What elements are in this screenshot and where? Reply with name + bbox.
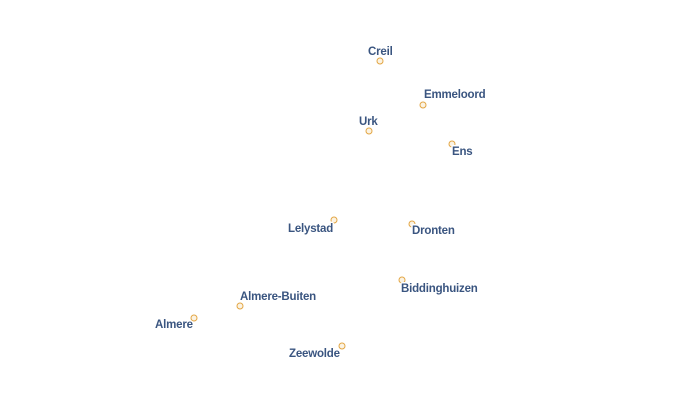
city-marker-zeewolde[interactable] bbox=[338, 342, 346, 350]
city-label-ens: Ens bbox=[452, 146, 473, 158]
city-marker-almere[interactable] bbox=[190, 314, 198, 322]
city-label-zeewolde: Zeewolde bbox=[289, 348, 340, 360]
city-label-almere: Almere bbox=[155, 319, 193, 331]
city-marker-ens[interactable] bbox=[448, 140, 456, 148]
city-label-urk: Urk bbox=[359, 116, 378, 128]
city-marker-emmeloord[interactable] bbox=[419, 101, 427, 109]
city-marker-lelystad[interactable] bbox=[330, 216, 338, 224]
city-label-dronten: Dronten bbox=[412, 225, 455, 237]
city-marker-urk[interactable] bbox=[365, 127, 373, 135]
city-label-creil: Creil bbox=[368, 46, 393, 58]
city-label-biddinghuizen: Biddinghuizen bbox=[401, 283, 478, 295]
city-marker-biddinghuizen[interactable] bbox=[398, 276, 406, 284]
city-marker-dronten[interactable] bbox=[408, 220, 416, 228]
city-label-emmeloord: Emmeloord bbox=[424, 89, 486, 101]
city-marker-creil[interactable] bbox=[376, 57, 384, 65]
city-marker-almere-buiten[interactable] bbox=[236, 302, 244, 310]
city-label-almere-buiten: Almere-Buiten bbox=[240, 291, 316, 303]
city-label-lelystad: Lelystad bbox=[288, 223, 334, 235]
